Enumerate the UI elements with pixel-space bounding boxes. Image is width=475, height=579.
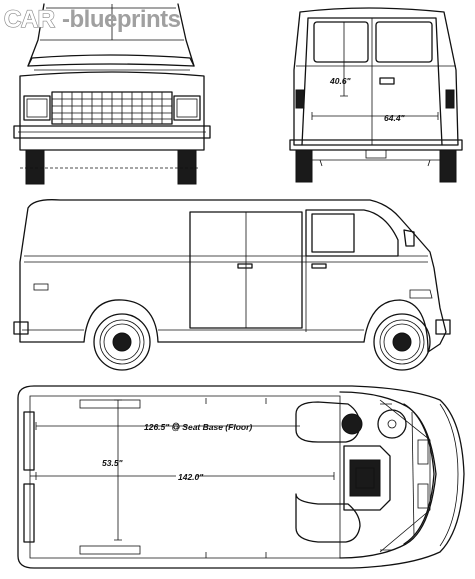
logo-blueprints-text: -blueprints bbox=[62, 6, 181, 33]
dimension-labels: 40.6" 64.4" 126.5" @ Seat Base (Floor) 5… bbox=[102, 76, 406, 482]
dim-rear-lower: 64.4" bbox=[384, 113, 406, 123]
top-view bbox=[17, 385, 465, 569]
logo-car-text: CAR bbox=[4, 6, 55, 33]
rear-view bbox=[289, 7, 463, 183]
front-view bbox=[13, 3, 211, 185]
dim-top-seat-base: 126.5" @ Seat Base (Floor) bbox=[144, 422, 252, 432]
side-view bbox=[13, 199, 451, 371]
dim-rear-upper: 40.6" bbox=[329, 76, 352, 86]
dim-top-length: 142.0" bbox=[178, 472, 204, 482]
dim-top-width: 53.5" bbox=[102, 458, 124, 468]
car-blueprints-logo: CAR -blueprints bbox=[3, 5, 181, 33]
